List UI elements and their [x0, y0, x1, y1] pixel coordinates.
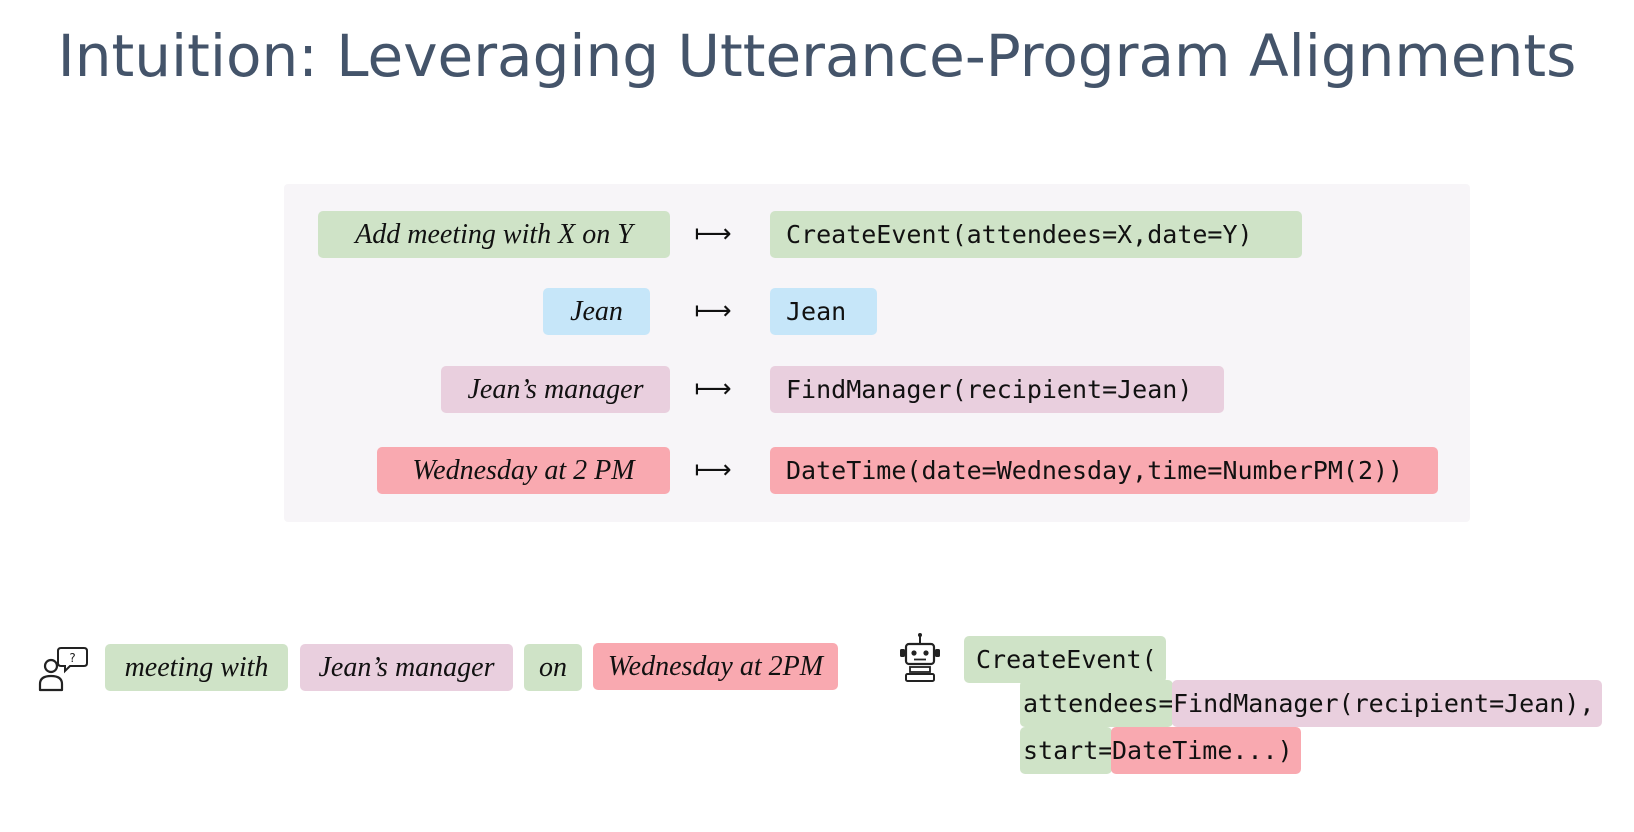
maps-to-arrow-2: ⟼	[694, 296, 732, 326]
program-create-event: CreateEvent(attendees=X,date=Y)	[770, 211, 1302, 258]
program-line-create-event: CreateEvent(	[964, 636, 1166, 683]
program-attendees-arg: attendees=	[1020, 680, 1174, 727]
utterance-segment-wednesday: Wednesday at 2PM	[593, 643, 838, 690]
svg-text:?: ?	[69, 651, 75, 665]
program-datetime: DateTime(date=Wednesday,time=NumberPM(2)…	[770, 447, 1438, 494]
program-datetime-arg: DateTime...)	[1111, 727, 1301, 774]
utterance-jean: Jean	[543, 288, 650, 335]
user-question-icon: ?	[36, 644, 88, 696]
utterance-jeans-manager: Jean’s manager	[441, 366, 670, 413]
maps-to-arrow-3: ⟼	[694, 374, 732, 404]
program-jean: Jean	[770, 288, 877, 335]
maps-to-arrow-1: ⟼	[694, 219, 732, 249]
slide-title: Intuition: Leveraging Utterance-Program …	[57, 22, 1577, 90]
utterance-segment-meeting-with: meeting with	[105, 644, 288, 691]
program-find-manager-arg: FindManager(recipient=Jean),	[1172, 680, 1602, 727]
utterance-add-meeting: Add meeting with X on Y	[318, 211, 670, 258]
utterance-segment-on: on	[524, 644, 582, 691]
maps-to-arrow-4: ⟼	[694, 455, 732, 485]
program-find-manager: FindManager(recipient=Jean)	[770, 366, 1224, 413]
robot-icon	[896, 632, 944, 684]
program-start-arg: start=	[1020, 727, 1113, 774]
utterance-wednesday: Wednesday at 2 PM	[377, 447, 670, 494]
utterance-segment-jeans-manager: Jean’s manager	[300, 644, 513, 691]
